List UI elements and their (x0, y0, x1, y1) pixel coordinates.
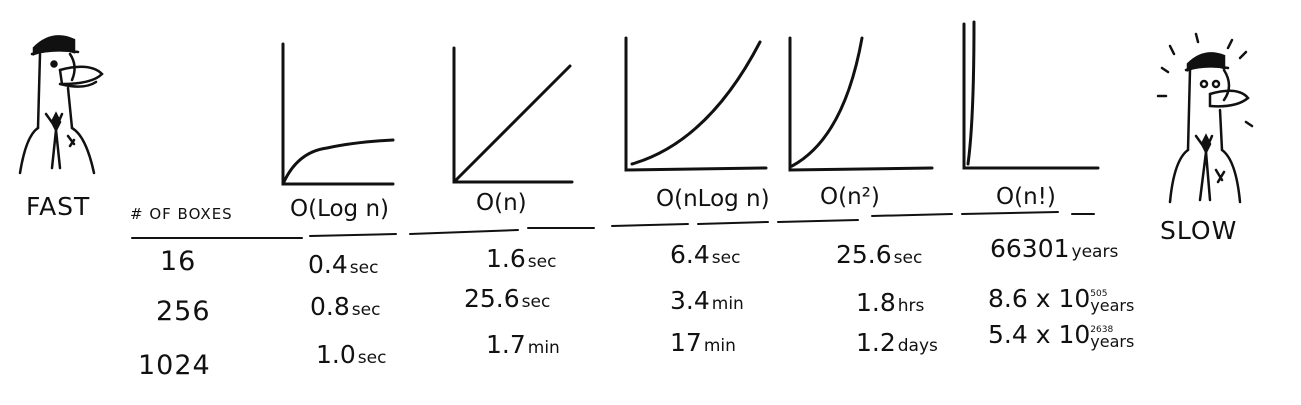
column-title-log-n: O(Log n) (290, 196, 390, 222)
graph-log-n (281, 42, 395, 186)
column-title-n-log-n: O(nLog n) (656, 186, 770, 212)
boxes-header: # OF BOXES (130, 205, 233, 223)
slow-label: SLOW (1160, 216, 1238, 245)
graph-n-squared (788, 36, 934, 172)
slow-duck-icon (1156, 32, 1254, 204)
fast-label: FAST (26, 192, 91, 221)
boxes-count: 1024 (138, 350, 211, 381)
graph-n-factorial (962, 20, 1100, 170)
graph-n (452, 46, 574, 184)
column-title-n: O(n) (476, 190, 527, 216)
column-title-n-squared: O(n²) (820, 184, 880, 210)
column-title-n-factorial: O(n!) (996, 184, 1056, 210)
header-divider (131, 211, 1095, 239)
boxes-count: 16 (160, 246, 197, 277)
graph-n-log-n (624, 36, 768, 172)
fast-duck-icon (18, 35, 104, 175)
boxes-count: 256 (156, 296, 211, 327)
